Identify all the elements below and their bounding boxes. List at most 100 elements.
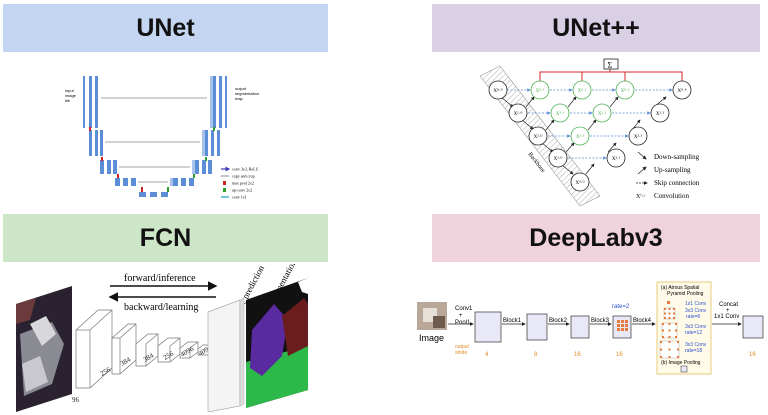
unetpp-node-x12: X¹·² — [592, 103, 612, 123]
unetpp-sigma-box — [603, 58, 619, 70]
deeplab-image-label: Image — [419, 333, 444, 343]
deeplab-title: DeepLabv3 — [529, 223, 663, 252]
deeplab-input-image — [417, 302, 447, 330]
svg-text:X⁰·²: X⁰·² — [578, 88, 587, 94]
unetpp-node-x22: X²·² — [628, 126, 648, 146]
svg-text:1x1 Conv: 1x1 Conv — [685, 301, 707, 307]
unet-encoder-level4 — [115, 178, 136, 186]
svg-text:Convolution: Convolution — [654, 192, 690, 200]
svg-text:X⁴·⁰: X⁴·⁰ — [575, 180, 584, 186]
svg-text:Down-sampling: Down-sampling — [654, 153, 700, 161]
fcn-input-cat-image — [16, 286, 72, 412]
deeplab-feature-block-2 — [570, 315, 590, 339]
unetpp-node-x10: X¹·⁰ — [508, 103, 528, 123]
unetpp-sigma: Σ — [608, 61, 613, 70]
unetpp-node-x01: X⁰·¹ — [530, 80, 550, 100]
down-arrow-icon — [637, 151, 647, 160]
svg-text:X⁰·⁰: X⁰·⁰ — [493, 88, 502, 94]
unetpp-node-x21: X²·¹ — [570, 126, 590, 146]
deeplab-stride-4: 16 — [749, 352, 756, 358]
svg-text:X⁰·³: X⁰·³ — [621, 88, 630, 94]
svg-text:X⁰·⁴: X⁰·⁴ — [677, 88, 686, 94]
deeplab-stride-0: 4 — [485, 352, 489, 358]
deeplab-conv-pool-label: Conv1+Pool1 — [455, 306, 473, 326]
unetpp-diagram: Backbone Σ — [479, 58, 700, 207]
fcn-forward-label: forward/inference — [124, 273, 196, 284]
svg-text:96: 96 — [72, 396, 80, 404]
unetpp-node-x03: X⁰·³ — [615, 80, 635, 100]
svg-text:X¹·⁰: X¹·⁰ — [514, 111, 523, 117]
unetpp-node-x00: X⁰·⁰ — [488, 80, 508, 100]
deeplab-feature-block-3 — [612, 315, 632, 339]
fcn-backward-label: backward/learning — [124, 302, 198, 313]
unet-encoder-level3 — [100, 160, 117, 174]
unetpp-node-x40: X⁴·⁰ — [570, 172, 590, 192]
svg-text:X³·¹: X³·¹ — [612, 156, 621, 162]
unet-title-banner: UNet — [3, 4, 328, 52]
fcn-title: FCN — [139, 223, 192, 252]
deeplab-output-block — [742, 315, 764, 339]
deeplab-block3-label: Block3 — [591, 318, 610, 324]
fcn-diagram: 96 256 384 384 256 4096 4096 21 forward/… — [16, 264, 308, 412]
deeplab-image-pooling-box — [680, 365, 688, 373]
deeplab-block1-label: Block1 — [503, 318, 522, 324]
unet-encoder-level1 — [83, 76, 98, 128]
unetpp-node-x02: X⁰·² — [572, 80, 592, 100]
deeplab-stride-3: 16 — [616, 352, 623, 358]
unet-bottleneck — [139, 192, 168, 197]
unetpp-title-banner: UNet++ — [432, 4, 760, 52]
deeplab-aspp-1x1: 1x1 Conv — [667, 301, 707, 307]
svg-text:X⁰·¹: X⁰·¹ — [536, 88, 545, 94]
svg-text:Skip connection: Skip connection — [654, 179, 700, 187]
svg-text:X²·⁰: X²·⁰ — [534, 134, 543, 140]
svg-text:X¹·³: X¹·³ — [656, 111, 665, 117]
deeplab-image-pooling-label: (b) Image Pooling — [661, 360, 701, 366]
unet-legend: conv 3x3, ReLU copy and crop max pool 2x… — [221, 167, 259, 200]
unetpp-node-x13: X¹·³ — [650, 103, 670, 123]
unet-upconv-arrows — [167, 127, 215, 192]
unet-skip-connections — [101, 97, 207, 183]
svg-text:X¹·¹: X¹·¹ — [556, 111, 565, 117]
deeplab-concat-label: Concat+1x1 Conv — [714, 302, 739, 320]
unetpp-node-x04: X⁰·⁴ — [672, 80, 692, 100]
fcn-title-banner: FCN — [3, 214, 328, 262]
svg-text:X¹·²: X¹·² — [598, 111, 607, 117]
unetpp-node-x11: X¹·¹ — [550, 103, 570, 123]
unet-title: UNet — [136, 13, 195, 42]
up-arrow-icon — [637, 166, 647, 175]
svg-text:copy and crop: copy and crop — [232, 174, 255, 179]
deeplab-feature-block-1 — [526, 313, 548, 341]
deeplab-title-banner: DeepLabv3 — [432, 214, 760, 262]
svg-text:conv 1x1: conv 1x1 — [232, 195, 247, 200]
deeplab-block2-label: Block2 — [549, 318, 568, 324]
svg-text:up-conv 2x2: up-conv 2x2 — [232, 188, 252, 193]
svg-text:X²·¹: X²·¹ — [576, 134, 585, 140]
svg-text:Up-sampling: Up-sampling — [654, 166, 691, 174]
deeplab-stride-1: 8 — [534, 352, 538, 358]
unetpp-node-x31: X³·¹ — [606, 148, 626, 168]
deeplab-stride-2: 16 — [574, 352, 581, 358]
unet-decoder — [173, 76, 227, 186]
svg-text:max pool 2x2: max pool 2x2 — [232, 181, 254, 186]
deeplab-block4-label: Block4 — [633, 318, 652, 324]
svg-text:conv 3x3, ReLU: conv 3x3, ReLU — [232, 167, 259, 173]
unetpp-legend: Down-sampling Up-sampling Skip connectio… — [636, 151, 700, 200]
fcn-segmentation-map — [246, 278, 308, 408]
unetpp-node-x30: X³·⁰ — [548, 148, 568, 168]
fcn-prediction-plane — [207, 297, 245, 412]
xij-icon: Xⁱ·ʲ — [636, 193, 645, 200]
unetpp-arrows — [500, 88, 673, 175]
deeplab-rate-label: rate=2 — [612, 304, 630, 310]
